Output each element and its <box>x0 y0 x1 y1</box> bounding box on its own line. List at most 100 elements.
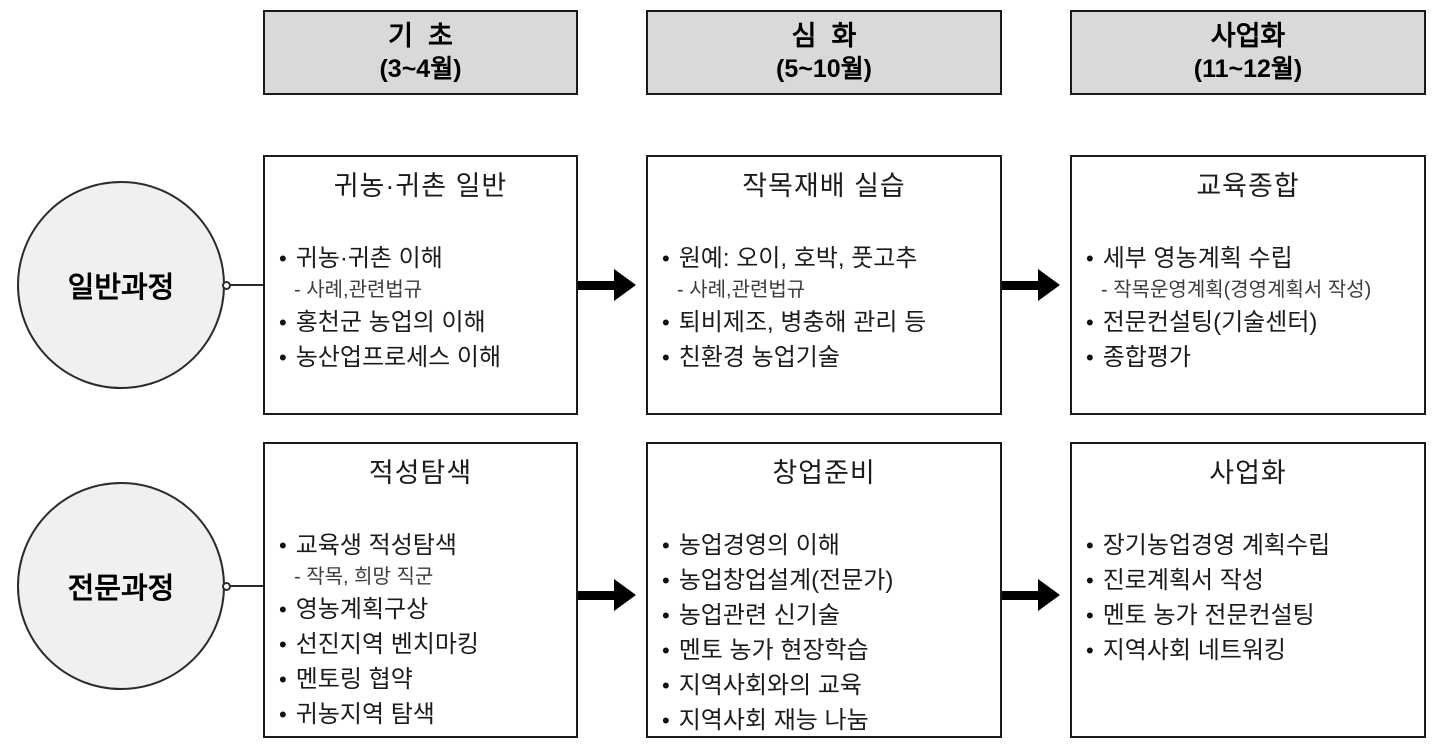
item-text: 원예: 오이, 호박, 풋고추 <box>678 245 918 272</box>
arrow-right-icon <box>1002 579 1060 611</box>
bullet-item: 귀농지역 탐색 <box>277 697 568 732</box>
bullet-item: 원예: 오이, 호박, 풋고추 <box>660 241 992 276</box>
track-circle-general: 일반과정 <box>17 181 225 389</box>
arrow-head <box>614 269 636 301</box>
box-title: 작목재배 실습 <box>742 171 906 201</box>
bullet-item: 멘토링 협약 <box>277 662 568 697</box>
box-body: 장기농업경영 계획수립 진로계획서 작성 멘토 농가 전문컨설팅 지역사회 네트… <box>1072 528 1424 668</box>
item-text: 지역사회 재능 나눔 <box>678 707 869 734</box>
item-text: - 사례,관련법규 <box>677 279 806 301</box>
phase-title: 심 화 <box>791 21 857 51</box>
item-text: 홍천군 농업의 이해 <box>295 309 486 336</box>
item-text: - 작목운영계획(경영계획서 작성) <box>1101 279 1372 301</box>
item-text: 종합평가 <box>1102 344 1192 371</box>
phase-period: (5~10월) <box>776 54 872 83</box>
sub-item: - 사례,관련법규 <box>660 276 992 305</box>
item-text: 농업경영의 이해 <box>678 532 840 559</box>
item-text: 퇴비제조, 병충해 관리 등 <box>678 309 927 336</box>
item-text: - 작목, 희망 직군 <box>294 566 434 588</box>
box-title: 사업화 <box>1209 458 1287 488</box>
item-text: 멘토 농가 현장학습 <box>678 637 869 664</box>
track-circle-professional: 전문과정 <box>17 482 225 690</box>
bullet-item: 교육생 적성탐색 <box>277 528 568 563</box>
box-body: 원예: 오이, 호박, 풋고추 - 사례,관련법규 퇴비제조, 병충해 관리 등… <box>648 241 1000 375</box>
item-text: 선진지역 벤치마킹 <box>295 631 480 658</box>
arrow-right-icon <box>578 269 636 301</box>
box-body: 귀농·귀촌 이해 - 사례,관련법규 홍천군 농업의 이해 농산업프로세스 이해 <box>265 241 576 375</box>
bullet-item: 귀농·귀촌 이해 <box>277 241 568 276</box>
bullet-item: 진로계획서 작성 <box>1084 563 1416 598</box>
box-body: 교육생 적성탐색 - 작목, 희망 직군 영농계획구상 선진지역 벤치마킹 멘토… <box>265 528 576 732</box>
item-text: 세부 영농계획 수립 <box>1102 245 1293 272</box>
box-general-business: 교육종합 세부 영농계획 수립 - 작목운영계획(경영계획서 작성) 전문컨설팅… <box>1070 155 1426 415</box>
bullet-item: 세부 영농계획 수립 <box>1084 241 1416 276</box>
bullet-item: 전문컨설팅(기술센터) <box>1084 305 1416 340</box>
item-text: 농산업프로세스 이해 <box>295 344 502 371</box>
track-label-general: 일반과정 <box>67 272 175 304</box>
bullet-item: 지역사회와의 교육 <box>660 668 992 703</box>
item-text: 영농계획구상 <box>295 596 429 623</box>
bullet-item: 친환경 농업기술 <box>660 340 992 375</box>
bullet-item: 농업경영의 이해 <box>660 528 992 563</box>
sub-item: - 사례,관련법규 <box>277 276 568 305</box>
arrow-right-icon <box>1002 269 1060 301</box>
phase-header-business: 사업화 (11~12월) <box>1070 10 1426 95</box>
phase-title: 기 초 <box>388 21 453 51</box>
item-text: 진로계획서 작성 <box>1102 567 1264 594</box>
bullet-item: 농업관련 신기술 <box>660 598 992 633</box>
bullet-item: 홍천군 농업의 이해 <box>277 305 568 340</box>
arrow-head <box>614 579 636 611</box>
arrow-head <box>1038 269 1060 301</box>
bullet-item: 농업창업설계(전문가) <box>660 563 992 598</box>
arrow-shaft <box>578 281 616 290</box>
box-professional-advanced: 창업준비 농업경영의 이해 농업창업설계(전문가) 농업관련 신기술 멘토 농가… <box>646 442 1002 738</box>
box-body: 세부 영농계획 수립 - 작목운영계획(경영계획서 작성) 전문컨설팅(기술센터… <box>1072 241 1424 375</box>
box-professional-basic: 적성탐색 교육생 적성탐색 - 작목, 희망 직군 영농계획구상 선진지역 벤치… <box>263 442 578 738</box>
box-title: 교육종합 <box>1196 171 1300 201</box>
box-title: 귀농·귀촌 일반 <box>333 171 508 201</box>
item-text: 장기농업경영 계획수립 <box>1102 532 1331 559</box>
item-text: 귀농지역 탐색 <box>295 701 435 728</box>
bullet-item: 영농계획구상 <box>277 592 568 627</box>
item-text: 귀농·귀촌 이해 <box>295 245 443 272</box>
sub-item: - 작목, 희망 직군 <box>277 563 568 592</box>
item-text: 교육생 적성탐색 <box>295 532 457 559</box>
sub-item: - 작목운영계획(경영계획서 작성) <box>1084 276 1416 305</box>
bullet-item: 멘토 농가 전문컨설팅 <box>1084 598 1416 633</box>
item-text: 멘토 농가 전문컨설팅 <box>1102 602 1315 629</box>
bullet-item: 농산업프로세스 이해 <box>277 340 568 375</box>
box-general-basic: 귀농·귀촌 일반 귀농·귀촌 이해 - 사례,관련법규 홍천군 농업의 이해 농… <box>263 155 578 415</box>
phase-period: (11~12월) <box>1193 54 1303 83</box>
arrow-shaft <box>1002 591 1040 600</box>
bullet-item: 선진지역 벤치마킹 <box>277 627 568 662</box>
item-text: 멘토링 협약 <box>295 666 413 693</box>
bullet-item: 퇴비제조, 병충해 관리 등 <box>660 305 992 340</box>
item-text: 농업창업설계(전문가) <box>678 567 894 594</box>
arrow-shaft <box>578 591 616 600</box>
arrow-right-icon <box>578 579 636 611</box>
item-text: 전문컨설팅(기술센터) <box>1102 309 1318 336</box>
phase-title: 사업화 <box>1210 21 1286 51</box>
box-general-advanced: 작목재배 실습 원예: 오이, 호박, 풋고추 - 사례,관련법규 퇴비제조, … <box>646 155 1002 415</box>
box-title: 적성탐색 <box>368 458 473 488</box>
bullet-item: 종합평가 <box>1084 340 1416 375</box>
track-label-professional: 전문과정 <box>67 573 175 605</box>
box-professional-business: 사업화 장기농업경영 계획수립 진로계획서 작성 멘토 농가 전문컨설팅 지역사… <box>1070 442 1426 738</box>
phase-header-advanced: 심 화 (5~10월) <box>646 10 1002 95</box>
item-text: - 사례,관련법규 <box>294 279 423 301</box>
phase-header-basic: 기 초 (3~4월) <box>263 10 578 95</box>
arrow-head <box>1038 579 1060 611</box>
item-text: 친환경 농업기술 <box>678 344 840 371</box>
connector-line <box>230 284 263 286</box>
item-text: 지역사회 네트워킹 <box>1102 637 1287 664</box>
bullet-item: 장기농업경영 계획수립 <box>1084 528 1416 563</box>
box-body: 농업경영의 이해 농업창업설계(전문가) 농업관련 신기술 멘토 농가 현장학습… <box>648 528 1000 736</box>
phase-period: (3~4월) <box>379 54 462 83</box>
bullet-item: 멘토 농가 현장학습 <box>660 633 992 668</box>
arrow-shaft <box>1002 281 1040 290</box>
item-text: 지역사회와의 교육 <box>678 672 863 699</box>
box-title: 창업준비 <box>772 458 876 488</box>
item-text: 농업관련 신기술 <box>678 602 840 629</box>
bullet-item: 지역사회 재능 나눔 <box>660 703 992 736</box>
